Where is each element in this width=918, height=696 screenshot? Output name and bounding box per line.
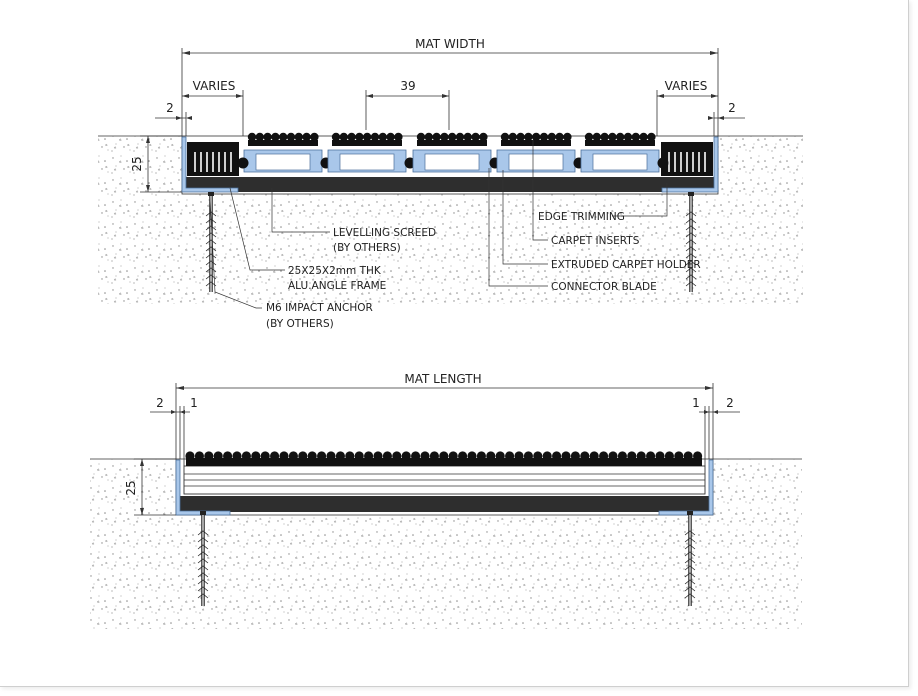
connector-bulb: [657, 157, 669, 169]
carpet-holder: [243, 132, 332, 173]
callout-angle-frame: 25X25X2mm THK: [288, 265, 382, 277]
technical-drawing: MAT WIDTH VARIES VARIES 39: [90, 37, 803, 629]
dim-mat-width: MAT WIDTH: [181, 37, 719, 136]
callout-levelling-screed-note: (BY OTHERS): [333, 242, 401, 254]
gap-left-label: 2: [166, 101, 174, 115]
gap-length-left-label: 2: [156, 396, 164, 410]
varies-right-label: VARIES: [665, 79, 708, 93]
end-block-left: [187, 142, 239, 176]
carpet-inserts-length: [185, 451, 703, 466]
levelling-screed-length: [180, 496, 709, 512]
callout-connector-blade: CONNECTOR BLADE: [551, 281, 657, 293]
dim-gap-length-right: 1 2: [692, 396, 740, 466]
angle-frame-right: [661, 136, 719, 193]
dim-gap-left: 2: [155, 101, 192, 136]
impact-anchor-length-right: [684, 511, 696, 606]
carpet-holder: [327, 132, 416, 173]
mat-length-label: MAT LENGTH: [404, 372, 481, 386]
carpet-holder: [412, 132, 501, 173]
carpet-holder: [496, 132, 585, 173]
carpet-holder: [580, 132, 669, 173]
dim-mat-length: MAT LENGTH: [175, 372, 714, 459]
dim-profile-width: 39: [365, 79, 450, 130]
callout-impact-anchor-note: (BY OTHERS): [266, 318, 334, 330]
gap-right-label: 2: [728, 101, 736, 115]
dim-varies-left: VARIES: [182, 79, 244, 136]
carpet-holders: [237, 132, 669, 173]
callout-impact-anchor: M6 IMPACT ANCHOR: [266, 302, 373, 314]
dim-gap-right: 2: [708, 101, 745, 136]
dim-gap-length-left: 2 1: [150, 396, 198, 466]
inset-length-left-label: 1: [190, 396, 198, 410]
profile-width-label: 39: [400, 79, 415, 93]
drawing-sheet: MAT WIDTH VARIES VARIES 39: [0, 0, 909, 687]
carpet-insert: [247, 132, 319, 146]
carpet-insert: [331, 132, 403, 146]
callout-extruded-holder: EXTRUDED CARPET HOLDER: [551, 259, 701, 271]
gap-length-right-label: 2: [726, 396, 734, 410]
length-section: MAT LENGTH 2 1 1 2 25: [90, 372, 802, 629]
callout-carpet-inserts: CARPET INSERTS: [551, 235, 640, 247]
carpet-insert: [500, 132, 572, 146]
callout-levelling-screed: LEVELLING SCREED: [333, 227, 436, 239]
carpet-insert: [584, 132, 656, 146]
callout-edge-trimming: EDGE TRIMMING: [538, 211, 625, 223]
dim-depth-length: 25: [124, 458, 176, 516]
angle-frame-length-right: [658, 459, 714, 516]
mat-width-label: MAT WIDTH: [415, 37, 485, 51]
depth-width-label: 25: [130, 156, 144, 171]
width-section: MAT WIDTH VARIES VARIES 39: [98, 37, 803, 330]
levelling-screed: [186, 177, 714, 192]
dim-varies-right: VARIES: [656, 79, 718, 136]
depth-length-label: 25: [124, 480, 138, 495]
impact-anchor-length-left: [197, 511, 209, 606]
varies-left-label: VARIES: [193, 79, 236, 93]
impact-anchor-right: [685, 192, 697, 292]
carpet-insert: [416, 132, 488, 146]
end-block-right: [661, 142, 713, 176]
dim-depth-width: 25: [130, 135, 182, 193]
connector-bulb: [237, 157, 249, 169]
inset-length-right-label: 1: [692, 396, 700, 410]
callout-angle-frame-material: ALU.ANGLE FRAME: [288, 280, 386, 292]
